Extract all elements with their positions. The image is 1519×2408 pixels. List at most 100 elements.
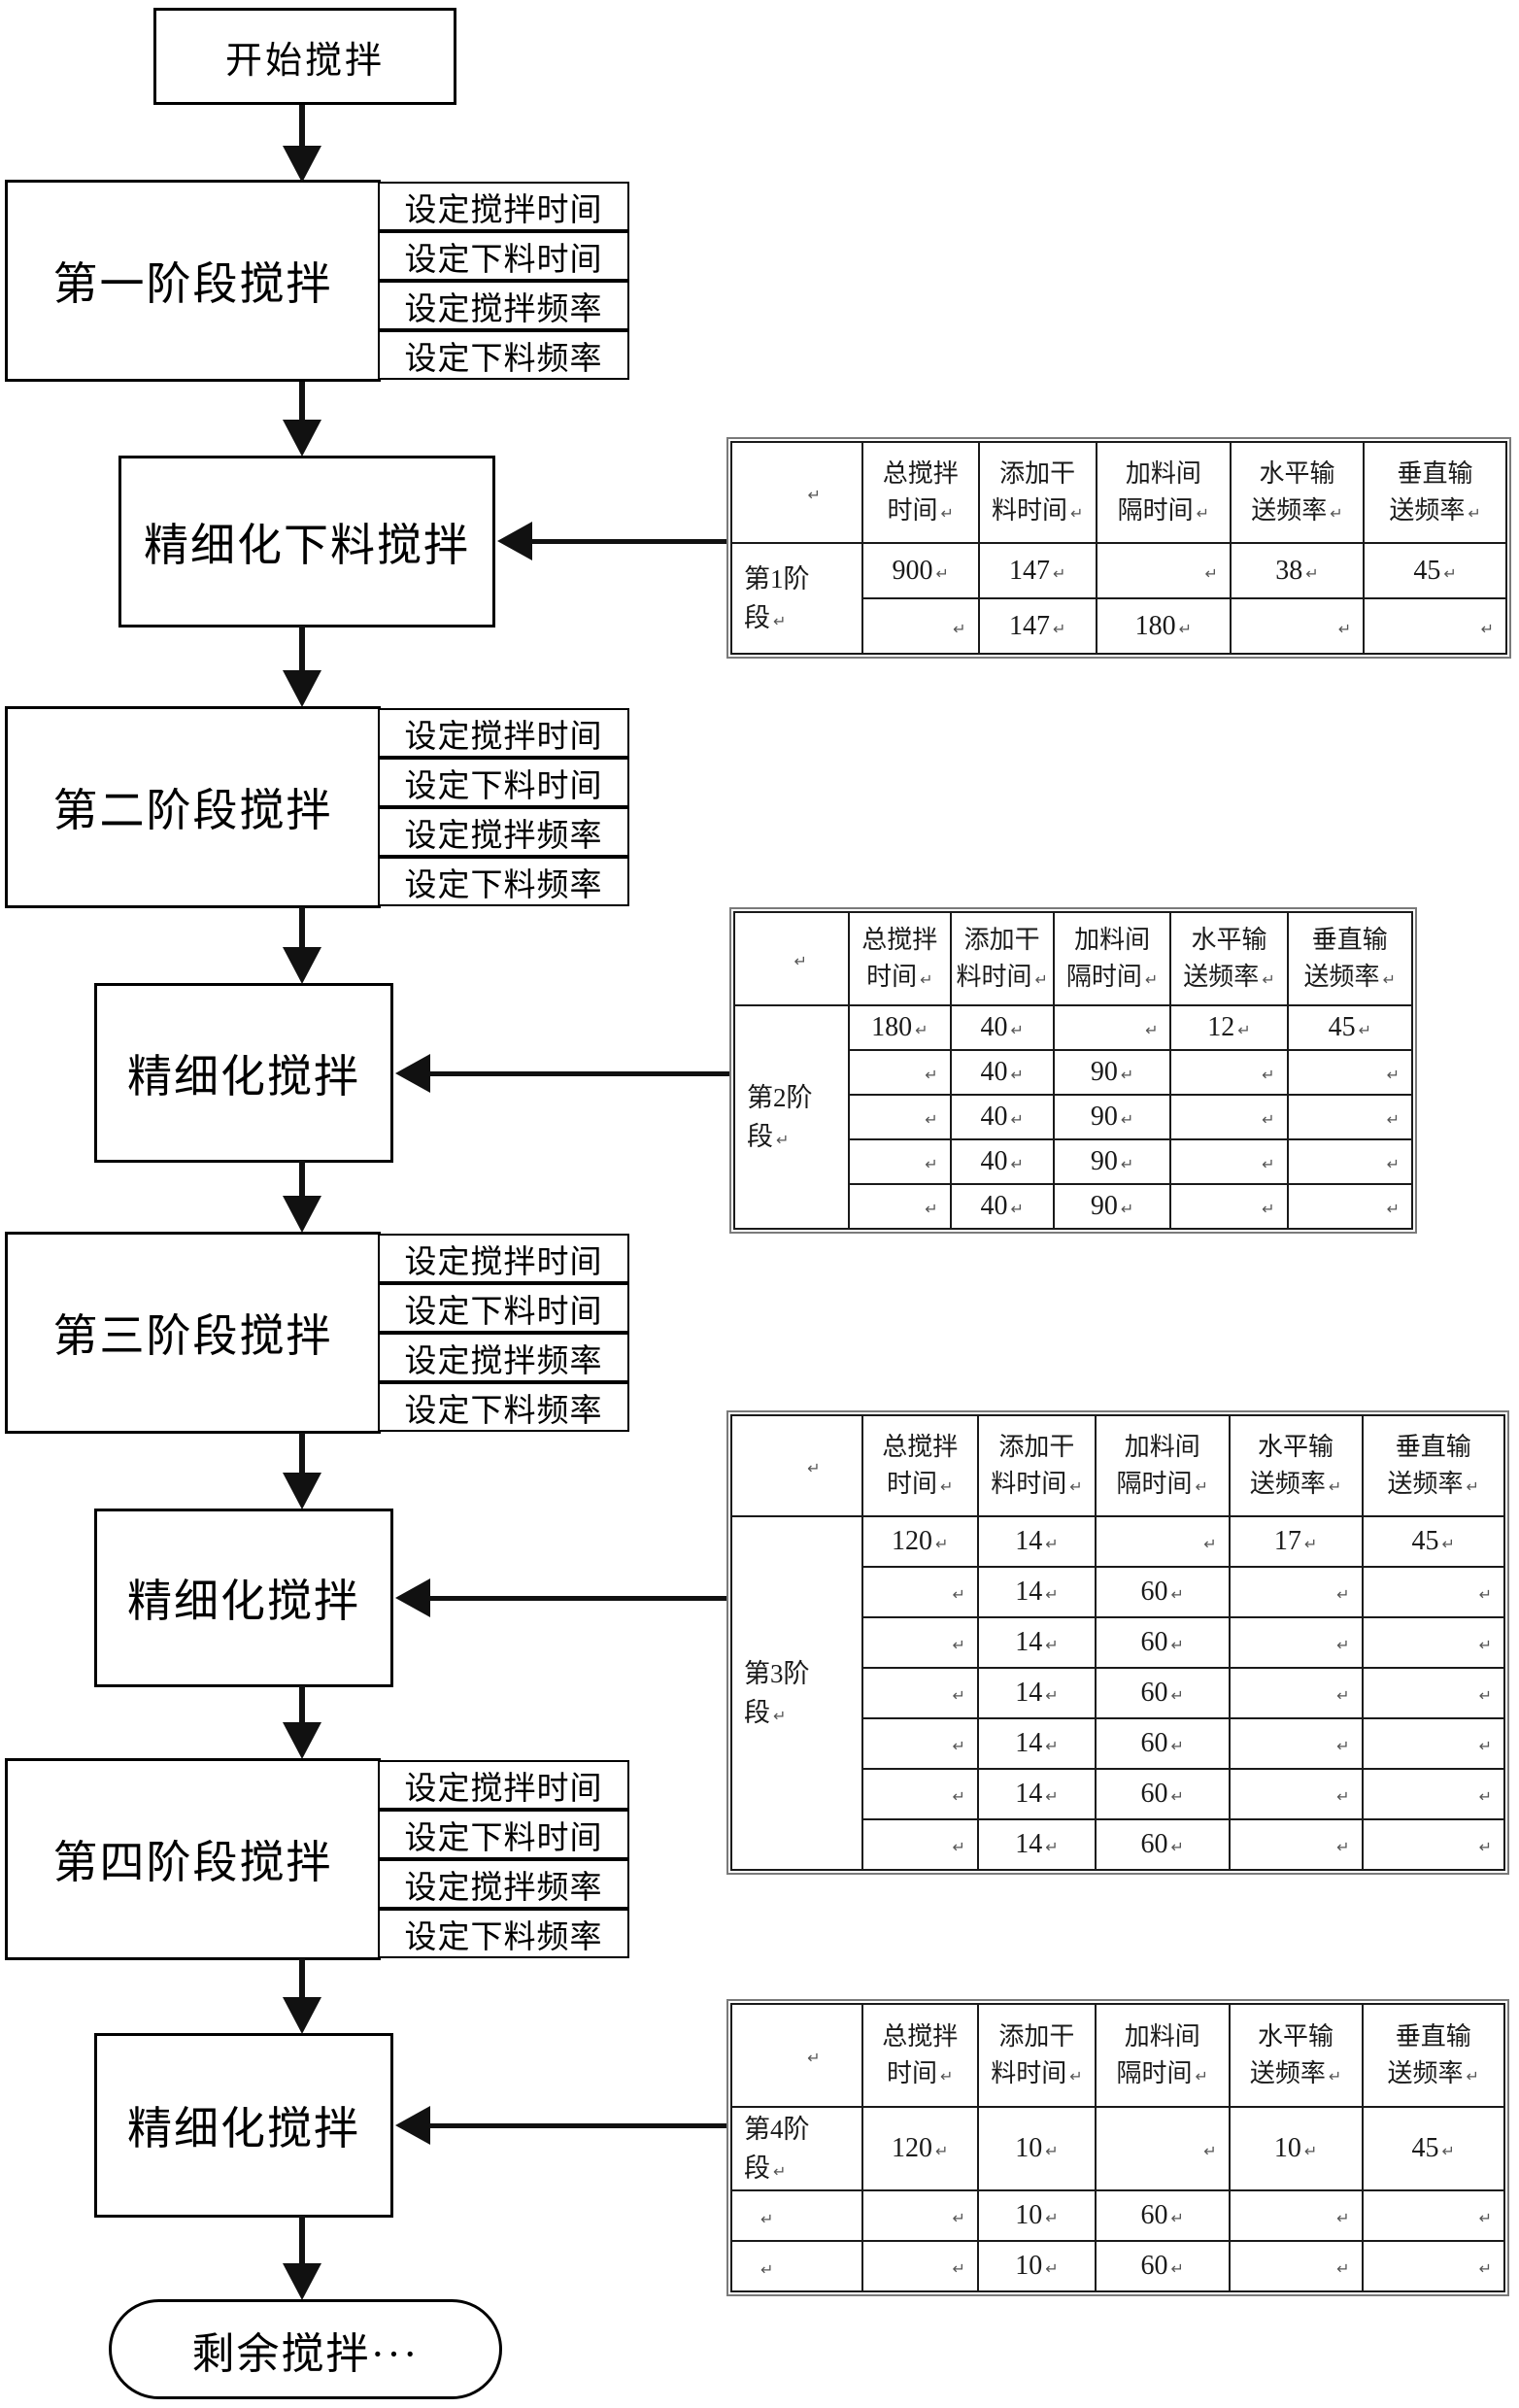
pilcrow-mark: ↵ bbox=[1195, 2067, 1208, 2086]
table-cell: 90↵ bbox=[1052, 1094, 1172, 1140]
pilcrow-mark: ↵ bbox=[1303, 2142, 1318, 2160]
table-cell: 14↵ bbox=[976, 1566, 1097, 1618]
arrow-down-head-3 bbox=[283, 670, 321, 707]
pilcrow-mark: ↵ bbox=[1337, 619, 1352, 638]
stage-4-table-frame: ↵总搅拌 时间↵添加干 料时间↵加料间 隔时间↵水平输 送频率↵垂直输 送频率↵… bbox=[726, 1999, 1509, 2296]
pilcrow-mark: ↵ bbox=[925, 1066, 938, 1084]
column-header: 加料间 隔时间↵ bbox=[1052, 911, 1172, 1006]
arrow-left-shaft-1 bbox=[532, 539, 728, 544]
pilcrow-mark: ↵ bbox=[1305, 563, 1319, 583]
end-node: 剩余搅拌··· bbox=[109, 2299, 502, 2399]
table-cell: 14↵ bbox=[976, 1616, 1097, 1669]
table-cell: 45↵ bbox=[1363, 542, 1507, 599]
stage-2-box: 第二阶段搅拌 bbox=[5, 706, 381, 908]
arrow-down-shaft-8 bbox=[299, 1958, 305, 1997]
setting-label: 设定搅拌时间 bbox=[404, 1771, 603, 1807]
table-cell: ↵ bbox=[1228, 1667, 1364, 1719]
table-cell: ↵ bbox=[847, 1138, 952, 1185]
table-cell: ↵ bbox=[1286, 1094, 1414, 1140]
stage-3-setting-box-1: 设定搅拌时间 bbox=[378, 1234, 629, 1283]
setting-label: 设定搅拌时间 bbox=[404, 1244, 603, 1280]
stage-parameters-table-1: ↵总搅拌 时间↵添加干 料时间↵加料间 隔时间↵水平输 送频率↵垂直输 送频率↵… bbox=[730, 441, 1507, 655]
pilcrow-mark: ↵ bbox=[1120, 1200, 1134, 1218]
table-cell: 17↵ bbox=[1228, 1515, 1364, 1568]
pilcrow-mark: ↵ bbox=[1144, 970, 1159, 989]
table-cell: ↵ bbox=[1286, 1138, 1414, 1185]
arrow-down-head-1 bbox=[283, 146, 321, 183]
arrow-down-shaft-5 bbox=[299, 1161, 305, 1196]
stage-3-setting-box-3: 设定搅拌频率 bbox=[378, 1333, 629, 1382]
pilcrow-mark: ↵ bbox=[1480, 619, 1494, 638]
arrow-left-shaft-4 bbox=[430, 2123, 728, 2128]
column-header: 总搅拌 时间↵ bbox=[861, 441, 980, 544]
table-row: 第3阶 段↵120↵14↵↵17↵45↵ bbox=[730, 1515, 1505, 1871]
table-cell: 60↵ bbox=[1094, 1566, 1231, 1618]
pilcrow-mark: ↵ bbox=[1336, 1787, 1350, 1806]
refine-box-4-label: 精细化搅拌 bbox=[127, 2104, 360, 2154]
table-cell: ↵ bbox=[861, 1667, 979, 1719]
column-header: 加料间 隔时间↵ bbox=[1094, 1414, 1231, 1517]
table-cell: 40↵ bbox=[949, 1094, 1055, 1140]
stage-parameters-table-4: ↵总搅拌 时间↵添加干 料时间↵加料间 隔时间↵水平输 送频率↵垂直输 送频率↵… bbox=[730, 2003, 1505, 2292]
table-row: ↵40↵90↵↵↵ bbox=[734, 1049, 1414, 1096]
setting-label: 设定下料频率 bbox=[404, 341, 603, 377]
pilcrow-mark: ↵ bbox=[940, 504, 954, 523]
table-cell: ↵ bbox=[1169, 1049, 1289, 1096]
pilcrow-mark: ↵ bbox=[1120, 1155, 1134, 1173]
pilcrow-mark: ↵ bbox=[1262, 1066, 1275, 1084]
pilcrow-mark: ↵ bbox=[760, 2259, 774, 2279]
arrow-left-head-1 bbox=[497, 522, 532, 560]
pilcrow-mark: ↵ bbox=[925, 1200, 938, 1218]
pilcrow-mark: ↵ bbox=[1358, 1021, 1371, 1039]
pilcrow-mark: ↵ bbox=[1204, 563, 1218, 583]
table-cell: ↵ bbox=[847, 1094, 952, 1140]
pilcrow-mark: ↵ bbox=[773, 2162, 787, 2181]
setting-label: 设定下料频率 bbox=[404, 867, 603, 903]
arrow-down-shaft-2 bbox=[299, 382, 305, 420]
pilcrow-mark: ↵ bbox=[1478, 1686, 1492, 1705]
table-cell: 40↵ bbox=[949, 1004, 1055, 1051]
arrow-down-head-5 bbox=[283, 1196, 321, 1233]
pilcrow-mark: ↵ bbox=[1386, 1066, 1400, 1084]
pilcrow-mark: ↵ bbox=[773, 1707, 787, 1725]
stage-label-cell: 第2阶 段↵ bbox=[733, 1004, 850, 1230]
stage-4-setting-box-1: 设定搅拌时间 bbox=[378, 1760, 629, 1810]
pilcrow-mark: ↵ bbox=[1010, 1110, 1024, 1129]
pilcrow-mark: ↵ bbox=[1262, 970, 1275, 989]
refine-box-2-label: 精细化搅拌 bbox=[127, 1051, 360, 1102]
table-cell: ↵ bbox=[1052, 1004, 1172, 1051]
pilcrow-mark: ↵ bbox=[952, 1585, 965, 1604]
table-cell: ↵ bbox=[1095, 542, 1232, 599]
column-header: 总搅拌 时间↵ bbox=[861, 2003, 979, 2108]
table-cell: ↵ bbox=[1228, 1818, 1364, 1871]
refine-box-2: 精细化搅拌 bbox=[94, 983, 393, 1163]
stage-4-label: 第四阶段搅拌 bbox=[52, 1838, 333, 1887]
pilcrow-mark: ↵ bbox=[1382, 970, 1396, 989]
table-cell: ↵ bbox=[1286, 1183, 1414, 1230]
table-cell: 90↵ bbox=[1052, 1183, 1172, 1230]
column-header: 水平输 送频率↵ bbox=[1228, 2003, 1364, 2108]
table-cell: 60↵ bbox=[1094, 2189, 1231, 2242]
table-cell: 45↵ bbox=[1286, 1004, 1414, 1051]
stage-1-setting-box-4: 设定下料频率 bbox=[378, 330, 629, 380]
arrow-down-head-4 bbox=[283, 947, 321, 984]
pilcrow-mark: ↵ bbox=[1237, 1021, 1251, 1039]
pilcrow-mark: ↵ bbox=[1441, 1535, 1455, 1553]
pilcrow-mark: ↵ bbox=[1170, 1737, 1184, 1755]
arrow-left-head-3 bbox=[395, 1578, 430, 1617]
pilcrow-mark: ↵ bbox=[1478, 2259, 1492, 2278]
pilcrow-mark: ↵ bbox=[773, 612, 787, 630]
pilcrow-mark: ↵ bbox=[940, 1477, 954, 1496]
table-cell: ↵ bbox=[1169, 1183, 1289, 1230]
table-row: ↵↵10↵60↵↵↵ bbox=[730, 2240, 1505, 2292]
pilcrow-mark: ↵ bbox=[952, 2259, 965, 2278]
refine-box-1: 精细化下料搅拌 bbox=[118, 456, 495, 627]
table-cell: 45↵ bbox=[1361, 1515, 1505, 1568]
setting-label: 设定下料频率 bbox=[404, 1919, 603, 1955]
stage-label-cell: 第1阶 段↵ bbox=[730, 542, 863, 655]
pilcrow-mark: ↵ bbox=[760, 2209, 774, 2228]
pilcrow-mark: ↵ bbox=[1045, 1838, 1059, 1856]
table-row: ↵147↵180↵↵↵ bbox=[731, 597, 1507, 655]
pilcrow-mark: ↵ bbox=[1170, 1838, 1184, 1856]
pilcrow-mark: ↵ bbox=[807, 2049, 821, 2068]
